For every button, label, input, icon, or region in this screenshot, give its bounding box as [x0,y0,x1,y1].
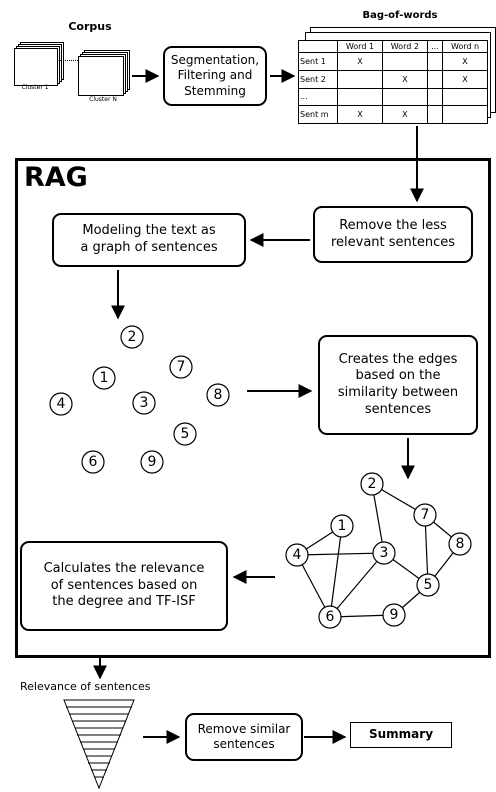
svg-text:7: 7 [421,507,430,523]
graph-node: 2 [360,472,384,496]
graph-node: 1 [330,514,354,538]
bow-header-cell: Word n [442,40,488,53]
summary-box: Summary [350,722,452,748]
svg-text:9: 9 [390,607,399,623]
graph-node: 9 [382,603,406,627]
cluster-ellipsis-dots [60,60,78,61]
bow-row: Sent m X X [298,105,488,124]
bow-title: Bag-of-words [362,10,438,21]
graph-node: 4 [49,392,73,416]
bow-cell: Sent 1 [298,52,338,71]
graph-node: 5 [173,422,197,446]
rag-title: RAG [24,162,88,193]
svg-text:1: 1 [100,370,109,386]
graph-node: 8 [448,532,472,556]
svg-text:6: 6 [89,454,98,470]
graph-node: 7 [413,503,437,527]
svg-text:7: 7 [177,359,186,375]
svg-text:3: 3 [140,395,149,411]
svg-text:1: 1 [338,518,347,534]
modeling-graph-box: Modeling the text as a graph of sentence… [52,213,246,267]
svg-text:6: 6 [326,609,335,625]
cluster-first-label: Cluster 1 [21,84,49,91]
graph-node: 1 [92,366,116,390]
cluster-last-label: Cluster N [89,96,117,103]
relevance-label: Relevance of sentences [20,680,151,693]
svg-text:2: 2 [128,329,137,345]
corpus-title: Corpus [68,20,112,33]
svg-text:8: 8 [214,387,223,403]
bow-header-row: Word 1 Word 2 ... Word n [298,40,488,53]
segmentation-box: Segmentation, Filtering and Stemming [163,46,267,106]
graph-node: 9 [140,450,164,474]
bow-cell [426,105,444,124]
svg-text:9: 9 [148,454,157,470]
remove-less-relevant-box: Remove the less relevant sentences [313,206,473,263]
bag-of-words-table: Word 1 Word 2 ... Word n Sent 1 X X Sent… [298,40,488,124]
bow-cell: Sent m [298,105,338,124]
svg-text:5: 5 [181,426,190,442]
bow-header-cell [298,40,338,53]
graph-node: 6 [81,450,105,474]
svg-text:8: 8 [456,536,465,552]
svg-text:4: 4 [57,396,66,412]
svg-text:4: 4 [293,547,302,563]
relevance-funnel [63,699,135,790]
graph-node: 3 [372,541,396,565]
svg-text:5: 5 [424,577,433,593]
bow-header-cell: ... [426,40,444,53]
svg-text:2: 2 [368,476,377,492]
remove-similar-box: Remove similar sentences [185,713,303,761]
graph-node: 4 [285,543,309,567]
graph-node: 5 [416,573,440,597]
bow-cell [442,105,488,124]
bow-cell: X [381,105,428,124]
graph-node: 7 [169,355,193,379]
rag-frame [15,158,491,658]
graph-node: 8 [206,383,230,407]
graph-node: 6 [318,605,342,629]
svg-text:3: 3 [380,545,389,561]
creates-edges-box: Creates the edges based on the similarit… [318,335,478,435]
graph-node: 2 [120,325,144,349]
bow-row: ... [298,87,488,107]
graph-node: 3 [132,391,156,415]
bow-cell: X [337,105,383,124]
calculates-relevance-box: Calculates the relevance of sentences ba… [20,541,228,631]
